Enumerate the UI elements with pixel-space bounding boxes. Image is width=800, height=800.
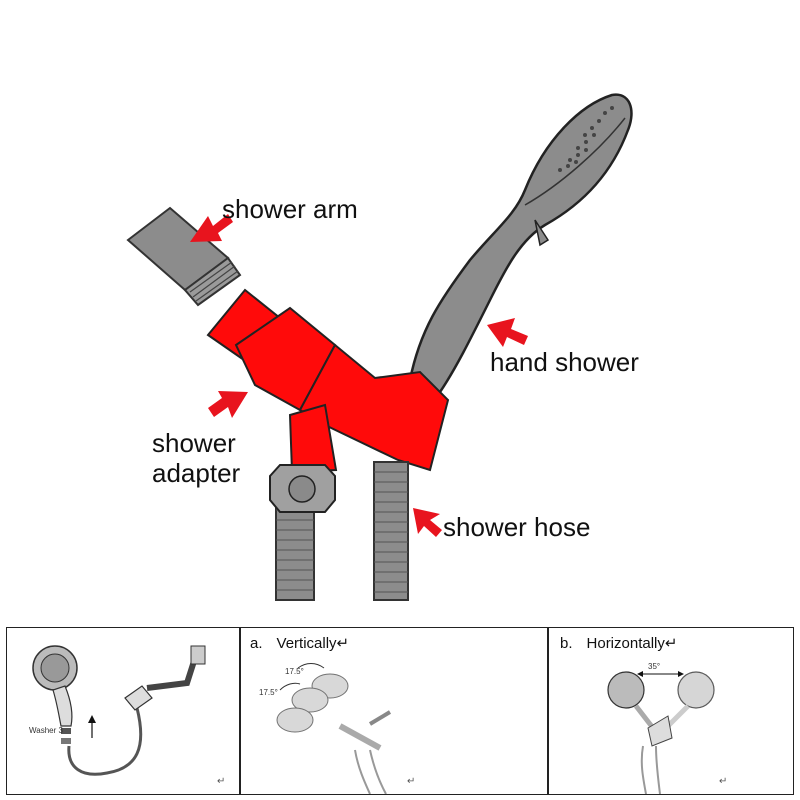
horizontal-angle: 35°: [648, 662, 661, 671]
panel-installation: [7, 628, 239, 794]
arrow-left-icon: [208, 391, 248, 418]
shower-hose-illustration: [269, 461, 409, 601]
return-mark-icon: ↵: [719, 776, 728, 787]
panel-horizontally: [548, 628, 795, 794]
horizontal-adjust-illustration: [607, 671, 715, 794]
instruction-panels: Washer 3 ↵ a. Vertically↵ 17.5° 17.5° ↵: [6, 627, 794, 795]
vertical-angle-top: 17.5°: [285, 667, 304, 676]
vertical-angle-bottom: 17.5°: [259, 688, 278, 697]
shower-adapter-illustration: [206, 288, 450, 474]
panel-vertically: [240, 628, 547, 794]
arrow-left-icon: [413, 508, 442, 537]
installation-illustration: [32, 645, 206, 776]
vertical-adjust-illustration: [276, 663, 392, 794]
shower-adapter-label-line1: shower: [152, 428, 236, 458]
vertical-caption-text: Vertically↵: [276, 635, 350, 652]
return-mark-icon: ↵: [217, 776, 226, 787]
arrow-left-icon: [190, 214, 233, 242]
shower-arm-label: shower arm: [222, 194, 358, 224]
return-mark-icon: ↵: [407, 776, 416, 787]
hand-shower-illustration: [408, 93, 633, 394]
hand-shower-label: hand shower: [490, 347, 639, 377]
shower-assembly-diagram: [126, 93, 633, 601]
panel-divider: [547, 628, 549, 794]
vertical-caption-letter: a.: [250, 635, 263, 652]
arrow-left-icon: [487, 318, 528, 347]
horizontal-caption-letter: b.: [560, 635, 573, 652]
horizontal-caption: b. Horizontally↵: [560, 634, 677, 652]
horizontal-caption-text: Horizontally↵: [586, 635, 678, 652]
shower-hose-label: shower hose: [443, 512, 591, 542]
shower-arm-illustration: [126, 206, 242, 307]
washer-label: Washer 3: [29, 726, 63, 735]
panel-divider: [239, 628, 241, 794]
shower-adapter-label-line2: adapter: [152, 458, 241, 488]
vertical-caption: a. Vertically↵: [250, 634, 349, 652]
